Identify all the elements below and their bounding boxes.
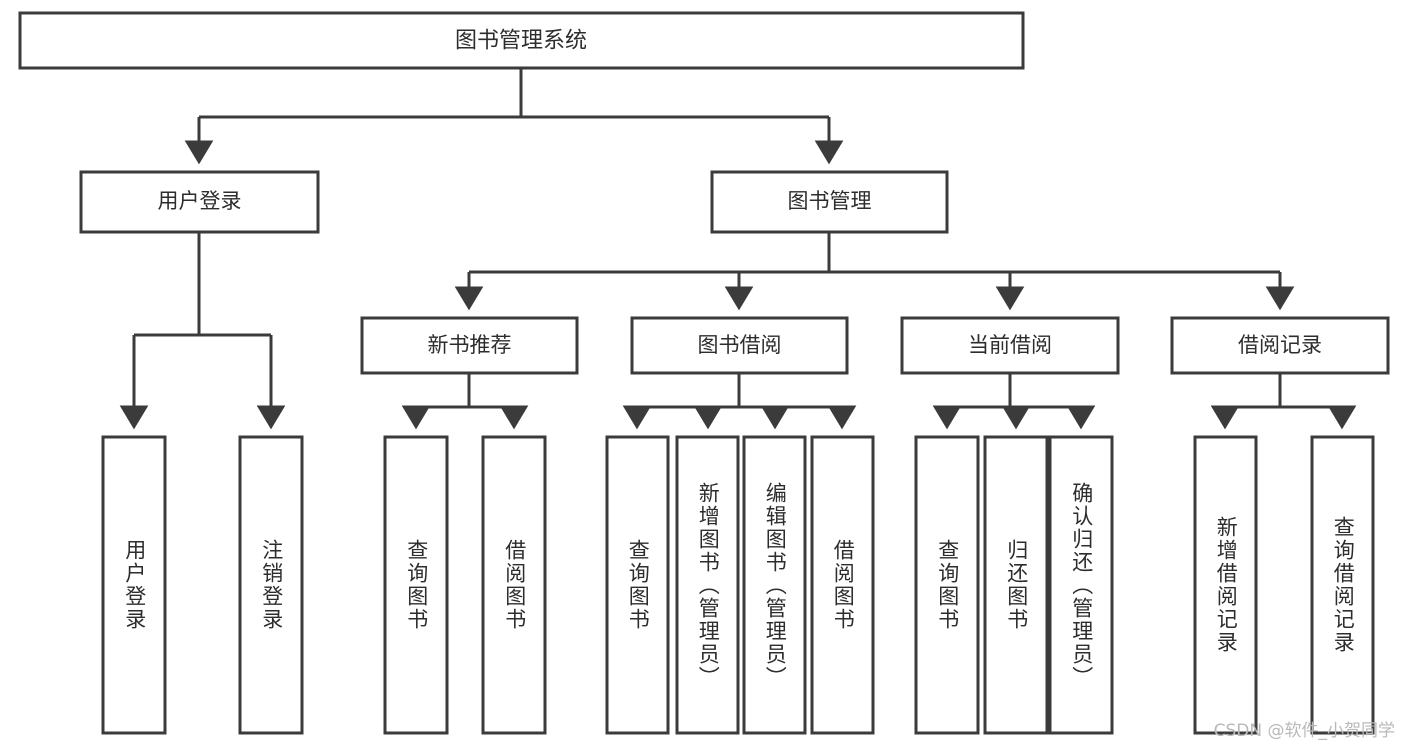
leaf-user-login-box[interactable]	[101, 435, 167, 735]
leaf-add-record-box[interactable]	[1193, 435, 1258, 735]
leaf-confirm-return-box[interactable]	[1048, 435, 1114, 735]
node-book-manage[interactable]: 图书管理	[710, 170, 949, 234]
leaf-query-record-box[interactable]	[1310, 435, 1375, 735]
node-book-manage-label: 图书管理	[788, 189, 872, 213]
node-user-login[interactable]: 用户登录	[79, 170, 320, 234]
node-current-borrow-label: 当前借阅	[968, 333, 1052, 357]
leaf-borrow-book-2-box[interactable]	[810, 435, 875, 735]
leaf-query-book-3-box[interactable]	[914, 435, 980, 735]
leaf-return-book-box[interactable]	[983, 435, 1049, 735]
leaf-boxes-layer	[101, 435, 1375, 735]
node-root[interactable]: 图书管理系统	[18, 11, 1025, 70]
leaf-query-book-2-box[interactable]	[605, 435, 670, 735]
leaf-edit-book-box[interactable]	[742, 435, 807, 735]
leaf-borrow-book-1-box[interactable]	[481, 435, 547, 735]
node-new-book-recommend-label: 新书推荐	[428, 333, 512, 357]
leaf-logout-box[interactable]	[238, 435, 304, 735]
node-book-borrow-label: 图书借阅	[698, 333, 782, 357]
node-borrow-record-label: 借阅记录	[1238, 333, 1322, 357]
node-user-login-label: 用户登录	[158, 189, 242, 213]
watermark-text: CSDN @软件_小贺同学	[1213, 721, 1395, 741]
nodes-layer: 图书管理系统 用户登录 图书管理 新书推荐 图书借阅 当前借阅	[18, 11, 1390, 735]
node-root-label: 图书管理系统	[455, 29, 587, 54]
node-borrow-record[interactable]: 借阅记录	[1170, 316, 1390, 375]
leaf-query-book-1-box[interactable]	[383, 435, 449, 735]
node-book-borrow[interactable]: 图书借阅	[630, 316, 849, 375]
edges-layer	[119, 68, 1357, 430]
node-current-borrow[interactable]: 当前借阅	[900, 316, 1120, 375]
node-new-book-recommend[interactable]: 新书推荐	[360, 316, 579, 375]
leaf-add-book-box[interactable]	[675, 435, 740, 735]
